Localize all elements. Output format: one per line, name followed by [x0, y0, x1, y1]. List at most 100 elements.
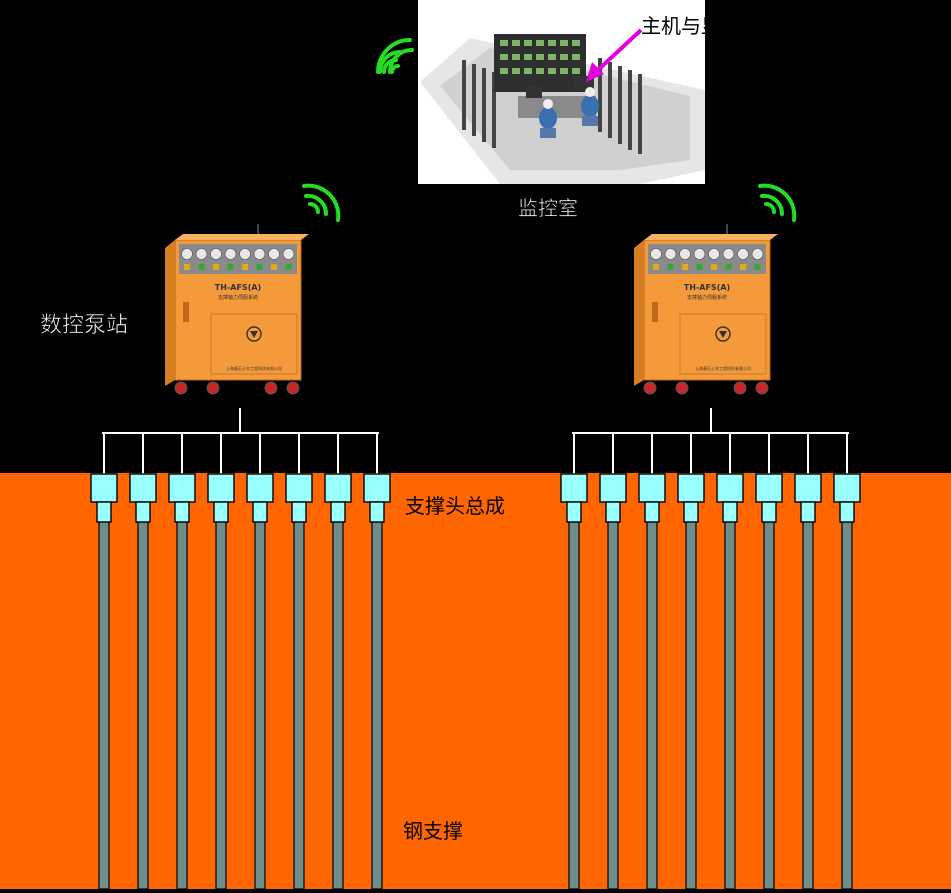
- support-head-cap: [794, 473, 822, 503]
- pump-logo-mark: [250, 331, 258, 338]
- pressure-gauge: [693, 248, 706, 260]
- steel-supports: [98, 519, 853, 890]
- steel-support-rod: [215, 519, 227, 890]
- pressure-gauge: [195, 248, 208, 260]
- pump-cabinet-top: [644, 234, 778, 240]
- pressure-gauge: [282, 248, 295, 260]
- support-head-cap: [833, 473, 861, 503]
- support-head-cap: [755, 473, 783, 503]
- support-head-cap: [324, 473, 352, 503]
- indicator-light: [711, 264, 717, 270]
- support-head-neck: [800, 501, 816, 523]
- pressure-gauge: [268, 248, 280, 260]
- pressure-gauge: [722, 248, 735, 260]
- steel-support-rod: [568, 519, 580, 890]
- pump-company-text: 上海基石土木工程科技有限公司: [695, 365, 751, 371]
- indicator-light: [271, 264, 277, 270]
- steel-support-rod: [607, 519, 619, 890]
- pump-cabinet-side: [634, 240, 644, 386]
- indicator-light: [725, 264, 732, 270]
- pump-model-text: TH-AFS(A): [684, 283, 730, 292]
- wifi-icon-pump-right: [758, 183, 797, 222]
- support-head-neck: [722, 501, 738, 523]
- indicator-light: [213, 264, 219, 270]
- pressure-gauge: [737, 248, 749, 260]
- indicator-light: [184, 264, 190, 270]
- pressure-gauge: [679, 248, 691, 260]
- support-head-cap: [638, 473, 666, 503]
- wifi-icon-monitor-room: [378, 38, 414, 72]
- support-head-cap: [168, 473, 196, 503]
- support-head-neck: [96, 501, 112, 523]
- indicator-light: [198, 264, 205, 270]
- support-head-cap: [285, 473, 313, 503]
- monitor-room-image: [418, 0, 705, 184]
- support-head-cap: [207, 473, 235, 503]
- pressure-gauge: [650, 248, 662, 260]
- support-head-neck: [213, 501, 229, 523]
- steel-support-rod: [841, 519, 853, 890]
- pump-door: [210, 313, 298, 375]
- support-head-neck: [291, 501, 307, 523]
- support-head-neck: [252, 501, 268, 523]
- steel-support-label: 钢支撑: [403, 819, 463, 843]
- pump-cabinet-top: [175, 234, 309, 240]
- steel-support-rod: [724, 519, 736, 890]
- indicator-light: [682, 264, 688, 270]
- support-head-cap: [677, 473, 705, 503]
- pump-subtitle-text: 支撑轴力伺服系统: [687, 294, 727, 301]
- support-head-neck: [683, 501, 699, 523]
- support-head-neck: [174, 501, 190, 523]
- indicator-light: [256, 264, 263, 270]
- steel-support-rod: [176, 519, 188, 890]
- steel-support-rod: [254, 519, 266, 890]
- support-head-cap: [363, 473, 391, 503]
- steel-support-rod: [802, 519, 814, 890]
- pump-gauge-panel: [648, 244, 766, 274]
- steel-support-rod: [646, 519, 658, 890]
- pump-handle: [183, 302, 189, 322]
- steel-support-rod: [763, 519, 775, 890]
- support-head-cap: [599, 473, 627, 503]
- host-display-label: 主机与显示器: [641, 14, 761, 38]
- indicator-light: [227, 264, 234, 270]
- pump-cabinet-side: [165, 240, 175, 386]
- support-head-neck: [566, 501, 582, 523]
- support-heads: [90, 473, 861, 523]
- steel-support-rod: [293, 519, 305, 890]
- pump-wheel: [286, 381, 300, 395]
- pump-wheel: [206, 381, 220, 395]
- pipe-manifold-right: [572, 408, 849, 474]
- support-head-cap: [129, 473, 157, 503]
- pump-wheel: [643, 381, 657, 395]
- pump-logo: [715, 326, 731, 342]
- pointer-arrowhead: [586, 62, 604, 82]
- pump-handle: [652, 302, 658, 322]
- steel-support-rod: [332, 519, 344, 890]
- pump-model-text: TH-AFS(A): [215, 283, 261, 292]
- pump-logo: [246, 326, 262, 342]
- indicator-light: [696, 264, 703, 270]
- pressure-gauge: [224, 248, 237, 260]
- pump-wheel: [755, 381, 769, 395]
- pump-subtitle-text: 支撑轴力伺服系统: [218, 294, 258, 301]
- steel-support-rod: [371, 519, 383, 890]
- pump-wheel: [733, 381, 747, 395]
- support-head-cap: [560, 473, 588, 503]
- steel-support-rod: [137, 519, 149, 890]
- ground-area: [0, 473, 951, 889]
- support-head-neck: [135, 501, 151, 523]
- pump-gauge-panel: [179, 244, 297, 274]
- support-head-neck: [605, 501, 621, 523]
- pressure-gauge: [181, 248, 193, 260]
- indicator-light: [285, 264, 292, 270]
- support-head-neck: [761, 501, 777, 523]
- pointer-arrow-shaft: [596, 28, 643, 72]
- support-head-neck: [839, 501, 855, 523]
- pump-door: [679, 313, 767, 375]
- support-head-cap: [246, 473, 274, 503]
